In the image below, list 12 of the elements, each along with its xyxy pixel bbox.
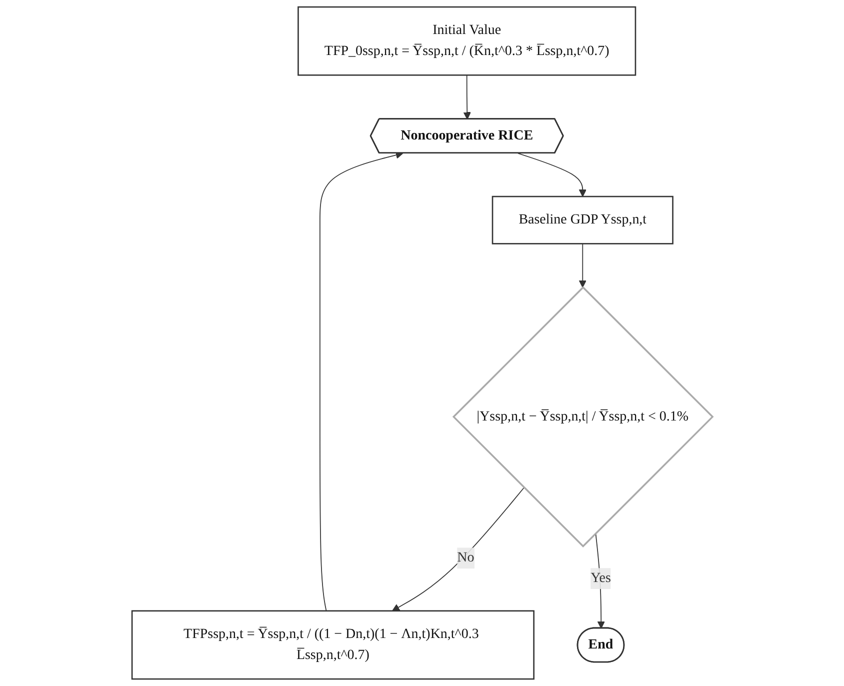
node-box: TFPssp,n,t = Y̅ssp,n,t / ((1 − Dn,t)(1 − Λn,t)Kn,t^0.3 L̅ssp,n,t^0.7) [131,610,534,680]
arrow [463,74,471,120]
edge-label: Yes [590,570,611,586]
arrow [319,151,403,612]
arrow [594,532,605,629]
node-diamond: |Yssp,n,t − Y̅ssp,n,t| / Y̅ssp,n,t < 0.1% [452,286,714,548]
arrow [392,487,524,612]
node-box: Baseline GDP Yssp,n,t [492,196,674,244]
arrow [578,243,586,288]
edge-label: No [456,550,474,566]
arrow [517,152,586,197]
node-box: Initial Value TFP_0ssp,n,t = Y̅ssp,n,t / (K̅n,t^0.3 * L̅ssp,n,t^0.7) [297,6,636,76]
